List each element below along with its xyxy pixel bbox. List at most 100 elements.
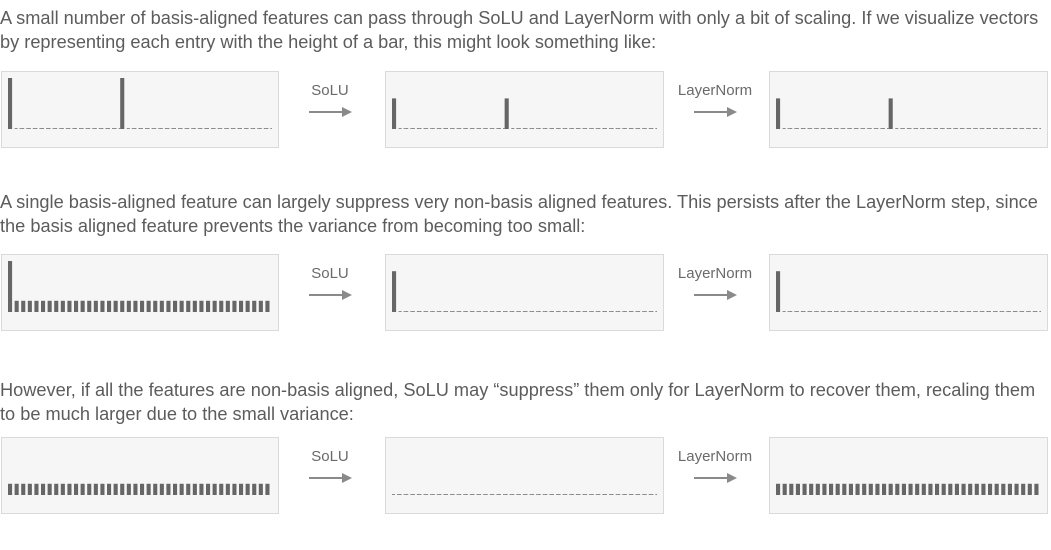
- arrow-right-icon: [694, 107, 737, 117]
- vector-entry-bar: [921, 483, 926, 495]
- vector-entry-bar: [166, 483, 171, 495]
- vector-entry-bar: [67, 300, 72, 312]
- vector-entry-bar: [153, 483, 158, 495]
- solu-operation-3: SoLU: [280, 448, 380, 488]
- vector-entry-bar: [908, 483, 913, 495]
- vector-entry-bar: [1001, 483, 1006, 495]
- vector-entry-bar: [133, 483, 138, 495]
- vector-entry-bar: [928, 483, 933, 495]
- vector-entry-bar: [140, 483, 145, 495]
- vector-entry-bar: [21, 483, 26, 495]
- vector-entry-bar: [776, 271, 781, 312]
- vector-entry-bar: [100, 300, 105, 312]
- arrow-right-icon: [309, 290, 352, 300]
- vector-entry-bar: [186, 483, 191, 495]
- vector-entry-bar: [8, 78, 13, 129]
- vector-bars: [392, 494, 657, 495]
- vector-entry-bar: [789, 483, 794, 495]
- solu-output-vector-3: [385, 437, 664, 514]
- vector-entry-bar: [1007, 483, 1012, 495]
- vector-entry-bar: [206, 483, 211, 495]
- vector-entry-bar: [868, 483, 873, 495]
- vector-entry-bar: [875, 483, 880, 495]
- vector-entry-bar: [882, 483, 887, 495]
- vector-entry-bar: [179, 300, 184, 312]
- vector-entry-bar: [265, 300, 270, 312]
- vector-entry-bar: [239, 300, 244, 312]
- vector-entry-bar: [504, 98, 509, 129]
- layernorm-label: LayerNorm: [677, 82, 753, 99]
- vector-entry-bar: [258, 483, 263, 495]
- vector-entry-bar: [901, 483, 906, 495]
- vector-entry-bar: [981, 483, 986, 495]
- vector-entry-bar: [252, 483, 257, 495]
- vector-entry-bar: [60, 483, 65, 495]
- vector-entry-bar: [173, 300, 178, 312]
- layernorm-output-vector-2: [769, 254, 1048, 331]
- vector-entry-bar: [192, 300, 197, 312]
- vector-entry-bar: [60, 300, 65, 312]
- vector-entry-bar: [941, 483, 946, 495]
- solu-output-vector-1: [385, 71, 664, 148]
- vector-entry-bar: [34, 483, 39, 495]
- vector-entry-bar: [776, 98, 781, 129]
- vector-entry-bar: [173, 483, 178, 495]
- vector-entry-bar: [93, 300, 98, 312]
- vector-entry-bar: [835, 483, 840, 495]
- solu-label: SoLU: [311, 448, 349, 465]
- vector-entry-bar: [126, 483, 131, 495]
- solu-operation-2: SoLU: [280, 265, 380, 305]
- vector-entry-bar: [126, 300, 131, 312]
- layernorm-output-vector-1: [769, 71, 1048, 148]
- vector-entry-bar: [133, 300, 138, 312]
- vector-entry-bar: [961, 483, 966, 495]
- vector-entry-bar: [258, 300, 263, 312]
- vector-entry-bar: [14, 300, 19, 312]
- vector-entry-bar: [968, 483, 973, 495]
- vector-entry-bar: [14, 483, 19, 495]
- vector-entry-bar: [120, 78, 125, 129]
- vector-entry-bar: [392, 98, 397, 129]
- vector-entry-bar: [855, 483, 860, 495]
- vector-entry-bar: [219, 483, 224, 495]
- vector-entry-bar: [212, 483, 217, 495]
- vector-entry-bar: [87, 300, 92, 312]
- layernorm-label: LayerNorm: [677, 265, 753, 282]
- input-vector-3: [1, 437, 279, 514]
- vector-entry-bar: [245, 483, 250, 495]
- vector-bars: [392, 271, 657, 312]
- vector-entry-bar: [47, 300, 52, 312]
- vector-entry-bar: [74, 483, 79, 495]
- vector-entry-bar: [782, 483, 787, 495]
- vector-entry-bar: [107, 483, 112, 495]
- vector-entry-bar: [186, 300, 191, 312]
- vector-entry-bar: [1034, 483, 1039, 495]
- input-vector-1: [1, 71, 279, 148]
- vector-entry-bar: [120, 483, 125, 495]
- vector-entry-bar: [113, 483, 118, 495]
- vector-entry-bar: [954, 483, 959, 495]
- vector-entry-bar: [802, 483, 807, 495]
- vector-entry-bar: [67, 483, 72, 495]
- vector-entry-bar: [988, 483, 993, 495]
- vector-entry-bar: [974, 483, 979, 495]
- vector-entry-bar: [862, 483, 867, 495]
- vector-entry-bar: [27, 483, 32, 495]
- vector-entry-bar: [212, 300, 217, 312]
- layernorm-operation-2: LayerNorm: [665, 265, 765, 305]
- vector-bars: [776, 483, 1039, 495]
- vector-entry-bar: [809, 483, 814, 495]
- vector-entry-bar: [100, 483, 105, 495]
- vector-entry-bar: [113, 300, 118, 312]
- vector-entry-bar: [1027, 483, 1032, 495]
- vector-entry-bar: [159, 483, 164, 495]
- layernorm-operation-1: LayerNorm: [665, 82, 765, 122]
- input-vector-2: [1, 254, 279, 331]
- vector-entry-bar: [41, 483, 46, 495]
- vector-entry-bar: [888, 483, 893, 495]
- vector-entry-bar: [829, 483, 834, 495]
- vector-entry-bar: [848, 483, 853, 495]
- vector-entry-bar: [146, 483, 151, 495]
- vector-entry-bar: [842, 483, 847, 495]
- vector-entry-bar: [87, 483, 92, 495]
